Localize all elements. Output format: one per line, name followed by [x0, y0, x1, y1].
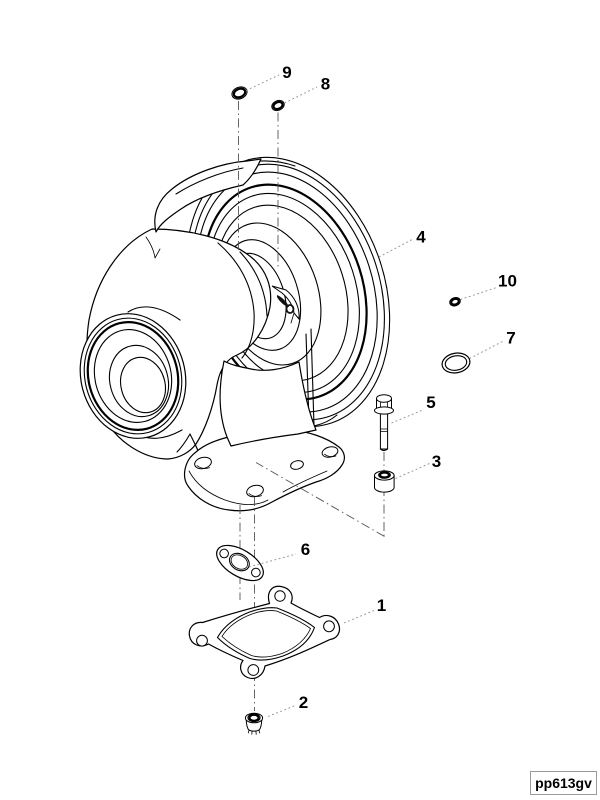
leader-line-6 [248, 553, 297, 568]
callout-3: 3 [432, 452, 441, 471]
leader-line-9 [245, 74, 280, 91]
callout-8: 8 [321, 75, 330, 94]
leader-line-8 [284, 86, 318, 104]
turbine-inlet-flange [183, 429, 345, 512]
callout-7: 7 [506, 329, 515, 348]
callout-9: 9 [282, 63, 291, 82]
inlet-flange-ring [79, 306, 187, 439]
wastegate-lever-detail [271, 285, 300, 324]
gasket-1 [188, 585, 341, 679]
callout-1: 1 [377, 596, 386, 615]
seal-ring-7 [441, 352, 471, 374]
leader-line-7 [469, 340, 504, 359]
drawing-code-box: pp613gv [530, 771, 597, 795]
leader-line-1 [343, 610, 375, 624]
gasket-6 [216, 544, 264, 582]
nut-2 [244, 712, 264, 735]
spacer-3 [374, 470, 395, 493]
flange-face-details [188, 446, 339, 505]
callout-labels: 9 8 4 10 7 5 3 6 1 2 [282, 63, 517, 712]
callout-4: 4 [416, 228, 426, 247]
centerline-bolt-diagonal [255, 462, 385, 537]
drawing-code: pp613gv [535, 775, 592, 791]
callout-6: 6 [301, 540, 310, 559]
outlet-arm-bracket [154, 158, 262, 233]
o-ring-9 [231, 86, 248, 100]
o-ring-8 [271, 99, 285, 112]
leader-lines [245, 74, 504, 717]
callout-5: 5 [426, 393, 435, 412]
leader-line-4 [378, 238, 415, 258]
o-ring-10 [449, 296, 461, 307]
leader-line-10 [460, 286, 499, 300]
leader-line-3 [395, 463, 430, 479]
callout-2: 2 [299, 693, 308, 712]
leader-line-2 [267, 704, 297, 717]
callout-10: 10 [498, 272, 517, 291]
bolt-5 [374, 394, 394, 452]
turbine-outlet-pipe [219, 360, 317, 447]
leader-line-5 [391, 409, 425, 424]
